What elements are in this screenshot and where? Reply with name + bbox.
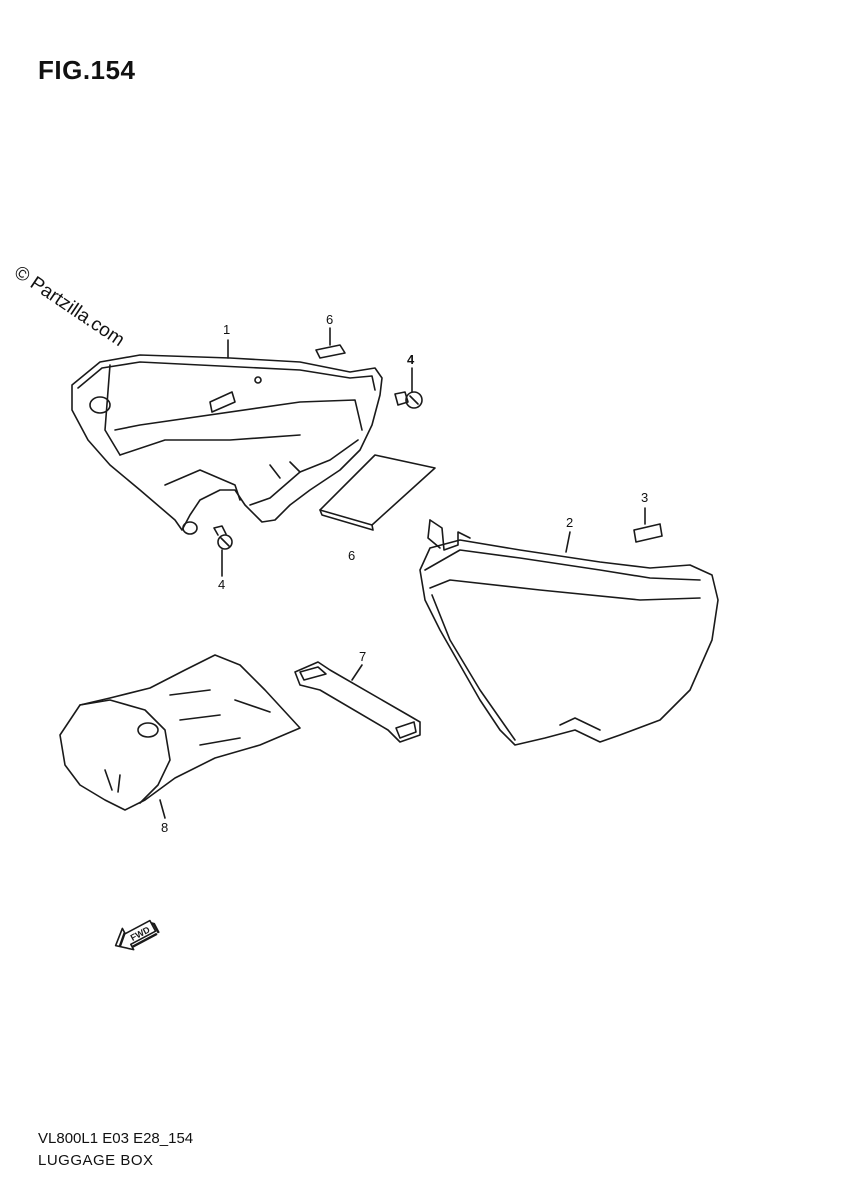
callout-part-1: 1: [223, 322, 231, 337]
leader-7: [351, 664, 363, 681]
callout-part-6-upper: 6: [326, 312, 334, 327]
side-cover-part: [419, 519, 719, 746]
pad-part-upper: [315, 344, 346, 359]
callout-part-7: 7: [359, 649, 367, 664]
label-part: [633, 523, 663, 543]
forward-arrow-icon: FWD: [114, 919, 160, 951]
figure-title: FIG.154: [38, 55, 136, 85]
callout-part-2: 2: [566, 515, 574, 530]
drawing-code: VL800L1 E03 E28_154: [38, 1130, 194, 1147]
mat-part: [319, 454, 436, 531]
strap-part: [294, 661, 421, 743]
callout-part-3: 3: [641, 490, 649, 505]
callout-part-4-lower: 4: [218, 577, 226, 592]
drawing-caption: LUGGAGE BOX: [38, 1152, 154, 1169]
callout-part-4-upper: 4: [407, 352, 415, 367]
tray-part: [59, 654, 301, 811]
bolt-part-lower: [213, 525, 233, 550]
leader-2: [565, 531, 571, 553]
luggage-box-part: [71, 354, 383, 535]
bolt-part-upper: [394, 391, 423, 409]
callout-part-8: 8: [161, 820, 169, 835]
leader-8: [159, 799, 166, 819]
callout-part-6-lower: 6: [348, 548, 356, 563]
